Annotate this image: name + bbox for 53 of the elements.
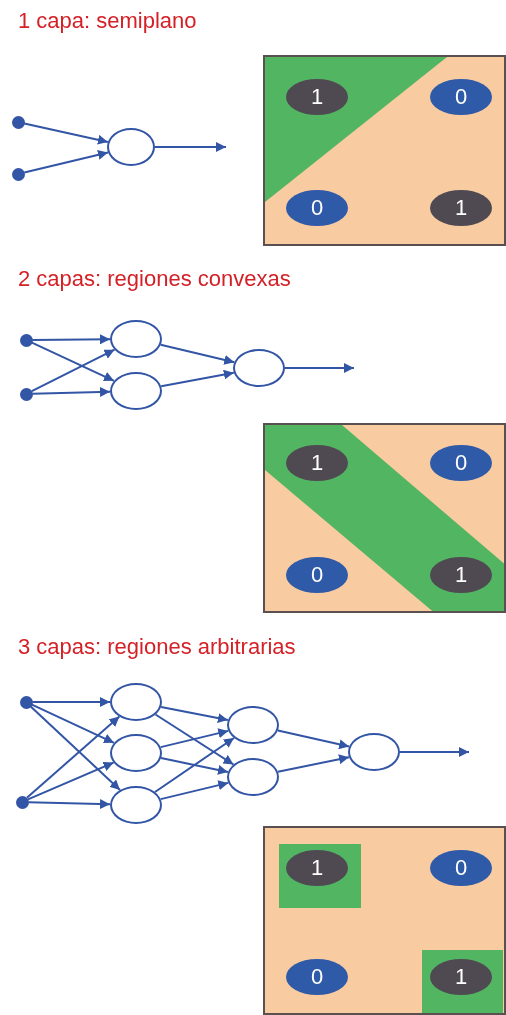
class-ellipse: 0 — [430, 79, 492, 115]
arrow — [399, 747, 470, 757]
neuron-circle — [110, 683, 162, 721]
arrow — [27, 761, 115, 801]
neuron-circle — [348, 733, 400, 771]
input-dot — [19, 695, 33, 709]
arrow — [160, 705, 229, 724]
section-heading: 1 capa: semiplano — [18, 8, 197, 34]
neuron-circle — [227, 706, 279, 744]
class-ellipse: 0 — [430, 445, 492, 481]
neuron-circle — [110, 734, 162, 772]
arrow — [277, 754, 350, 773]
arrow — [27, 799, 111, 810]
neuron-circle — [107, 128, 155, 166]
arrow — [25, 715, 121, 799]
neuron-circle — [233, 349, 285, 387]
class-ellipse: 0 — [286, 959, 348, 995]
arrow — [23, 122, 109, 145]
arrow — [30, 341, 115, 382]
neuron-circle — [110, 320, 162, 358]
decision-panel — [263, 826, 506, 1015]
arrow — [284, 363, 355, 373]
arrow — [23, 149, 109, 174]
decision-panel — [263, 55, 506, 246]
arrow — [159, 343, 236, 365]
class-ellipse: 0 — [286, 190, 348, 226]
arrow — [29, 705, 121, 791]
arrow — [276, 729, 351, 750]
neuron-circle — [227, 758, 279, 796]
section-heading: 2 capas: regiones convexas — [18, 266, 291, 292]
input-dot — [11, 167, 25, 181]
arrow — [154, 737, 235, 793]
neuron-circle — [110, 372, 162, 410]
arrow — [160, 369, 235, 388]
arrow — [30, 348, 116, 393]
class-ellipse: 0 — [430, 850, 492, 886]
arrow — [160, 757, 229, 775]
arrow — [159, 780, 230, 801]
section-heading: 3 capas: regiones arbitrarias — [18, 634, 296, 660]
input-dot — [19, 387, 33, 401]
neuron-circle — [110, 786, 162, 824]
arrow — [31, 334, 111, 345]
arrow — [31, 386, 111, 397]
input-dot — [11, 115, 25, 129]
input-dot — [19, 333, 33, 347]
class-ellipse: 1 — [430, 190, 492, 226]
input-dot — [15, 795, 29, 809]
class-ellipse: 0 — [286, 557, 348, 593]
arrow — [159, 728, 230, 749]
arrow — [30, 703, 115, 744]
arrow — [154, 142, 227, 152]
arrow — [31, 697, 111, 707]
arrow — [154, 713, 235, 766]
